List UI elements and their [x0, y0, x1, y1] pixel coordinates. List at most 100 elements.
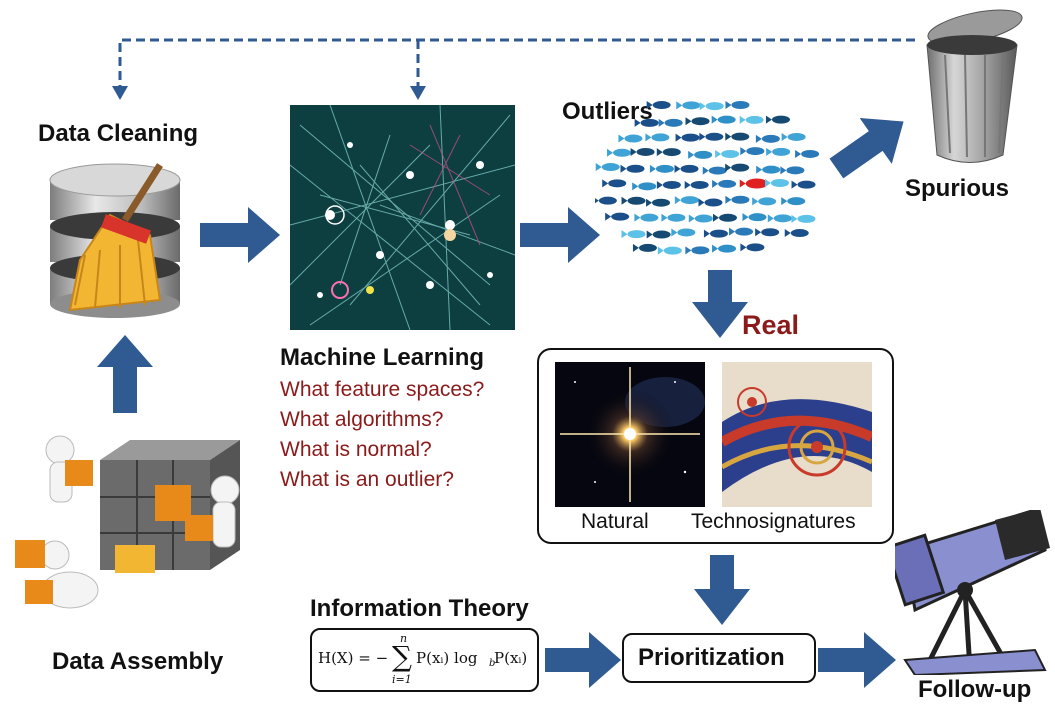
fish: [685, 246, 710, 255]
outliers-label: Outliers: [562, 98, 653, 125]
natural-caption: Natural: [581, 510, 649, 533]
outlier-fish: [739, 178, 768, 189]
fish: [658, 118, 683, 127]
fish: [739, 115, 764, 124]
spurious-label: Spurious: [905, 175, 1010, 202]
formula-base: b: [489, 658, 496, 669]
fish: [740, 243, 765, 252]
entropy-formula-box: H(X) = − n ∑ i=1 P(xᵢ) log b P(xᵢ): [310, 628, 539, 692]
fish: [698, 198, 723, 207]
arrow-up-assembly-to-cleaning: [97, 335, 153, 413]
fish: [712, 179, 737, 188]
fish: [729, 227, 754, 236]
fish: [791, 214, 816, 223]
fish: [634, 213, 659, 222]
fish: [767, 214, 792, 223]
fish: [780, 166, 805, 175]
information-theory-label: Information Theory: [310, 595, 529, 622]
formula-lhs: H(X) = −: [318, 649, 389, 667]
fish: [646, 230, 671, 239]
ml-questions-list: What feature spaces? What algorithms? Wh…: [280, 375, 484, 495]
fish: [645, 133, 670, 142]
arrow-infotheory-to-prioritization: [545, 632, 621, 688]
formula-sum-bottom: i=1: [392, 673, 412, 686]
fish: [632, 182, 657, 191]
natural-star-image: [555, 362, 705, 507]
fish: [791, 180, 816, 189]
arrow-cleaning-to-ml: [200, 207, 280, 263]
fish: [671, 228, 696, 237]
fish: [630, 147, 655, 156]
fish: [674, 164, 699, 173]
real-label: Real: [742, 310, 800, 340]
fish: [675, 133, 700, 142]
ml-question: What feature spaces?: [280, 378, 485, 401]
arrow-real-to-prioritization: [694, 555, 750, 625]
database-broom-icon: [49, 163, 181, 318]
fish: [781, 197, 806, 206]
fish: [646, 101, 671, 110]
fish: [740, 147, 765, 156]
telescope-icon: [895, 510, 1050, 675]
data-assembly-cube-illustration: [15, 435, 240, 609]
fish: [607, 148, 632, 157]
fish: [755, 134, 780, 143]
fish: [602, 179, 627, 188]
fish: [703, 229, 728, 238]
fish: [661, 213, 686, 222]
fish: [656, 148, 681, 157]
fish: [620, 164, 645, 173]
ml-question: What is normal?: [280, 438, 432, 461]
fish: [688, 150, 713, 159]
fish: [756, 165, 781, 174]
fish: [685, 117, 710, 126]
fish: [755, 228, 780, 237]
fish-school-illustration: [595, 100, 820, 255]
fish: [621, 230, 646, 239]
fish: [676, 101, 701, 110]
ml-question: What is an outlier?: [280, 468, 454, 491]
data-assembly-label: Data Assembly: [52, 648, 224, 675]
fish: [699, 102, 724, 111]
fish: [764, 179, 789, 188]
feedback-dashed-line: [112, 38, 915, 100]
fish: [795, 149, 820, 158]
fish: [674, 196, 699, 205]
fish: [656, 180, 681, 189]
fish: [688, 214, 713, 223]
fish: [646, 198, 671, 207]
technosignatures-caption: Technosignatures: [691, 510, 856, 533]
fish: [605, 212, 630, 221]
fish: [702, 166, 727, 175]
fish: [595, 196, 617, 205]
fish: [766, 147, 791, 156]
fish: [699, 132, 724, 141]
machine-learning-network-image: [290, 105, 515, 330]
prioritization-box: Prioritization: [622, 633, 816, 683]
arrow-outliers-to-real: [692, 270, 748, 338]
fish: [725, 100, 750, 109]
fish: [684, 180, 709, 189]
fish: [711, 115, 736, 124]
data-cleaning-label: Data Cleaning: [38, 120, 199, 147]
real-examples-box: Natural Technosignatures: [537, 348, 894, 544]
fish: [765, 115, 790, 124]
ml-question: What algorithms?: [280, 408, 444, 431]
technosignatures-image: [722, 362, 872, 507]
prioritization-label: Prioritization: [638, 644, 785, 671]
fish: [725, 132, 750, 141]
trash-can-icon: [926, 9, 1023, 163]
arrow-outliers-to-spurious: [829, 118, 904, 179]
fish: [634, 118, 659, 127]
fish: [621, 196, 646, 205]
arrow-prioritization-to-followup: [818, 632, 896, 688]
follow-up-label: Follow-up: [918, 676, 1032, 703]
machine-learning-label: Machine Learning: [280, 344, 485, 371]
fish: [742, 213, 767, 222]
fish: [784, 229, 809, 238]
formula-sum-top: n: [400, 632, 408, 645]
fish: [712, 213, 737, 222]
fish: [649, 164, 674, 173]
formula-sum-sign: ∑: [392, 640, 412, 673]
formula-tail: P(xᵢ): [494, 649, 528, 667]
